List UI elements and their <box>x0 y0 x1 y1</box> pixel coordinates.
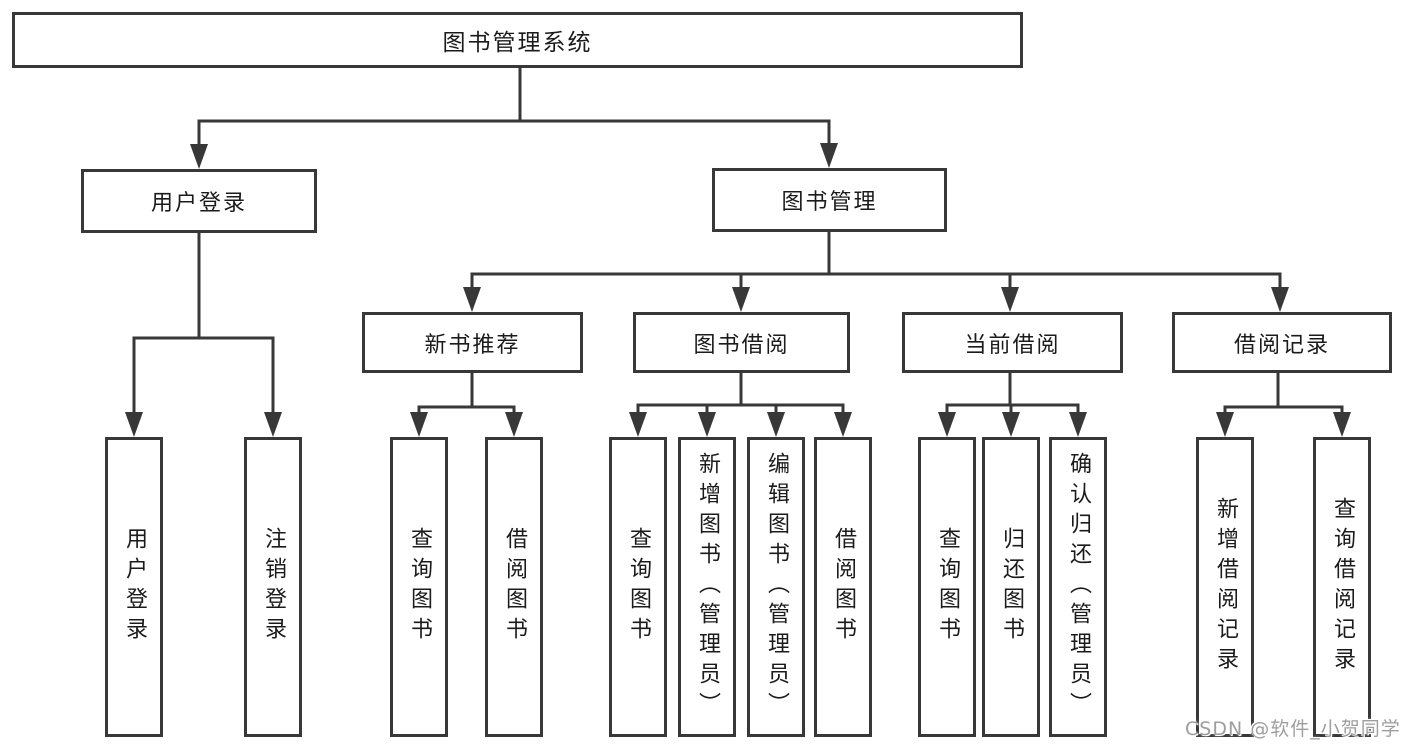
watermark-text: CSDN @软件_小贺同学 <box>1185 718 1401 740</box>
leaf-query-book-current: 查询图书 <box>918 437 976 737</box>
leaf-add-borrow-record: 新增借阅记录 <box>1196 437 1254 737</box>
arrowhead-icons <box>125 143 1351 437</box>
leaf-logout: 注销登录 <box>244 437 302 737</box>
leaf-add-book-admin: 新增图书（管理员） <box>678 437 736 737</box>
leaf-borrow-book: 借阅图书 <box>814 437 872 737</box>
leaf-user-login: 用户登录 <box>105 437 163 737</box>
node-book-management: 图书管理 <box>712 168 947 232</box>
leaf-edit-book-admin: 编辑图书（管理员） <box>747 437 805 737</box>
node-user-login: 用户登录 <box>81 169 317 233</box>
node-borrowing-records: 借阅记录 <box>1172 312 1392 373</box>
leaf-borrow-book-recommend: 借阅图书 <box>485 437 543 737</box>
leaf-confirm-return-admin: 确认归还（管理员） <box>1049 437 1107 737</box>
node-new-book-recommend: 新书推荐 <box>362 312 583 373</box>
node-current-borrowing: 当前借阅 <box>902 312 1123 373</box>
leaf-query-borrow-record: 查询借阅记录 <box>1313 437 1371 737</box>
leaf-return-book: 归还图书 <box>982 437 1040 737</box>
leaf-query-book-borrow: 查询图书 <box>609 437 667 737</box>
node-root: 图书管理系统 <box>12 12 1023 68</box>
leaf-query-book-recommend: 查询图书 <box>390 437 448 737</box>
node-book-borrowing: 图书借阅 <box>633 312 850 373</box>
